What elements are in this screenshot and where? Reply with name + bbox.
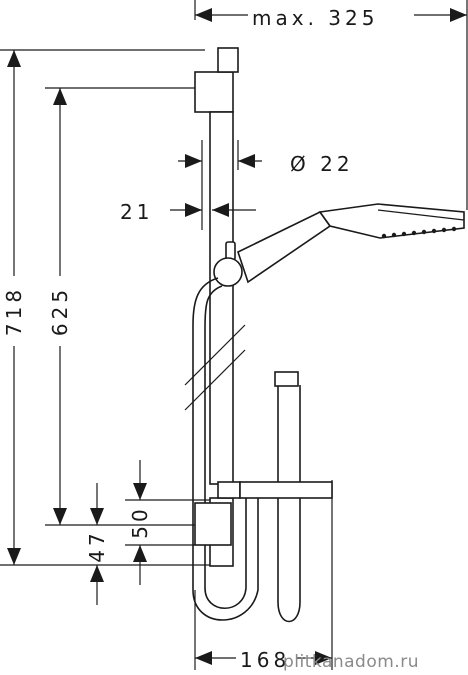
lower-wall-bracket	[194, 502, 232, 546]
dimension-diameter: Ø 22	[178, 152, 354, 176]
hose-outer	[192, 277, 259, 621]
dimension-50-label: 50	[128, 505, 152, 538]
soap-shelf	[239, 481, 333, 499]
shower-head-line	[377, 209, 465, 221]
shower-rail-assembly	[184, 47, 465, 623]
hose-connector	[274, 371, 299, 387]
dimension-47: 47	[85, 483, 109, 605]
dimension-total-height-label: 718	[2, 286, 26, 336]
dimension-diameter-label: Ø 22	[290, 152, 354, 176]
dimension-bar-height-label: 625	[48, 286, 72, 336]
shower-handle	[237, 210, 332, 284]
dimension-max-reach: max. 325	[195, 6, 467, 30]
slider	[213, 257, 243, 287]
dimension-max-reach-label: max. 325	[252, 6, 378, 30]
shower-head	[318, 203, 465, 239]
break-mark	[184, 349, 246, 411]
dimension-offset: 21	[120, 200, 256, 224]
top-bracket-cap	[217, 47, 239, 73]
dimension-total-height: 718	[2, 50, 26, 565]
hose-right	[277, 385, 301, 623]
watermark-text: plitkanadom.ru	[283, 652, 419, 672]
break-mark	[184, 324, 246, 386]
dimension-168: 168	[195, 648, 332, 672]
hose-inner	[204, 285, 247, 610]
top-wall-bracket	[194, 71, 234, 113]
rail-bar-upper	[209, 111, 234, 485]
shelf-bracket	[217, 481, 241, 499]
dimension-47-label: 47	[85, 529, 109, 562]
dimension-168-label: 168	[240, 648, 290, 672]
shower-head-nozzles	[381, 226, 457, 239]
dimension-50: 50	[128, 460, 152, 585]
dimension-offset-label: 21	[120, 200, 153, 224]
dimension-bar-height: 625	[48, 88, 72, 525]
